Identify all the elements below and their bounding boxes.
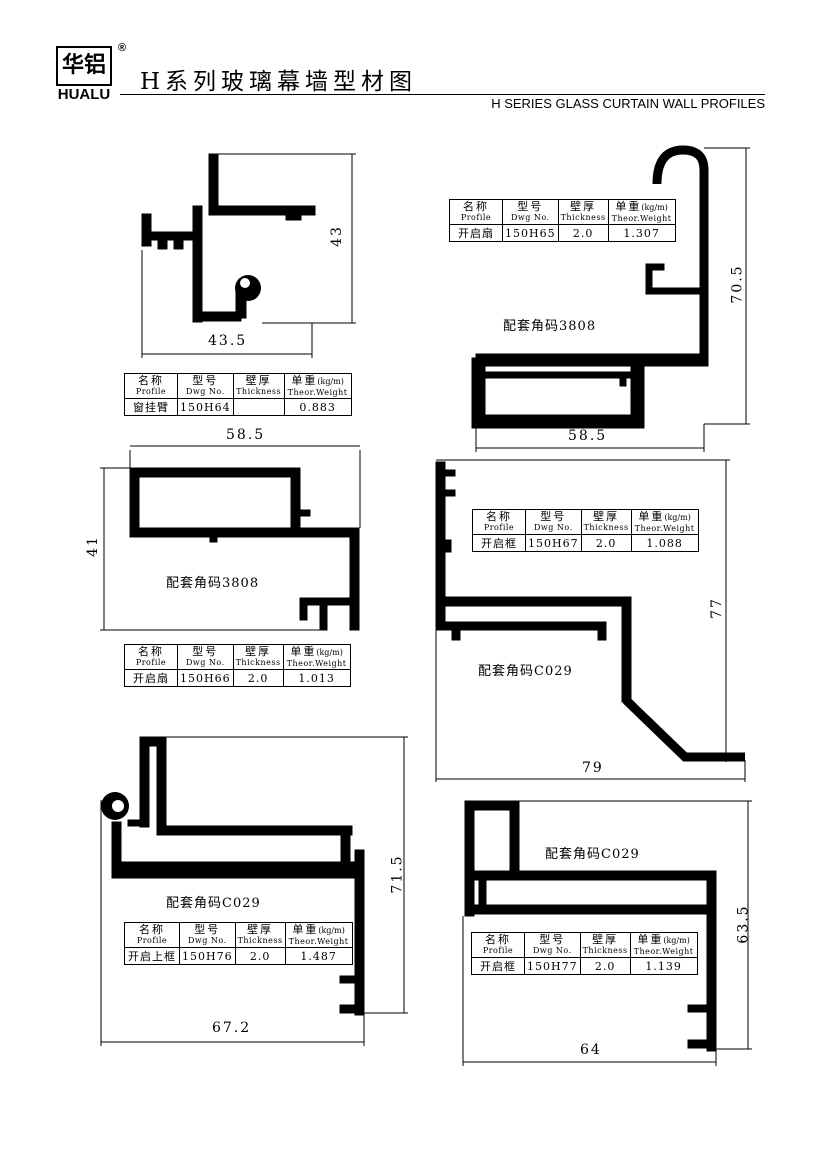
cell-model: 150H77: [524, 957, 581, 975]
dim-150h66-width: 58.5: [226, 427, 266, 443]
profile-150h65-shape: [471, 145, 709, 429]
cell-weight: 1.307: [607, 224, 676, 242]
hualu-logo: 华铝 HUALU: [52, 40, 116, 106]
dim-150h67-width: 79: [582, 760, 604, 776]
dim-150h66-height: 41: [84, 535, 101, 557]
dim-150h65-height: 70.5: [729, 264, 746, 304]
cell-thickness: [232, 398, 285, 416]
dimension-lines: [100, 147, 752, 1066]
dim-150h77-width: 64: [580, 1042, 602, 1058]
cell-name: 开启扇: [449, 224, 503, 242]
profile-150h67-shape: [435, 461, 745, 762]
cell-thickness: 2.0: [579, 957, 631, 975]
header-divider: [120, 94, 765, 95]
dim-150h76-height: 71.5: [389, 854, 406, 894]
cell-name: 开启扇: [124, 669, 178, 687]
cell-weight: 1.487: [284, 947, 353, 965]
dim-150h64-width: 43.5: [208, 333, 248, 349]
note-150h67: 配套角码C029: [478, 664, 573, 679]
cell-thickness: 2.0: [580, 534, 632, 552]
cell-weight: 1.139: [629, 957, 698, 975]
col-weight-header: 单重(kg/m)Theor.Weight: [283, 373, 352, 399]
note-150h65: 配套角码3808: [503, 319, 597, 334]
logo-mark: 华铝: [56, 46, 112, 86]
cell-weight: 1.013: [282, 669, 351, 687]
profile-150h64-shape: [141, 153, 316, 323]
cell-thickness: 2.0: [234, 947, 286, 965]
profile-150h77-shape: [464, 800, 717, 1052]
dim-150h64-height: 43: [328, 225, 345, 247]
page-title: H系列玻璃幕墙型材图: [140, 69, 418, 95]
cell-name: 开启上框: [124, 947, 180, 965]
profile-150h76-shape: [101, 736, 365, 1016]
dim-150h77-height: 63.5: [735, 904, 752, 944]
cell-weight: 1.088: [630, 534, 699, 552]
cell-model: 150H66: [177, 669, 234, 687]
dim-150h67-height: 77: [708, 597, 725, 619]
profile-150h66-shape: [129, 467, 360, 631]
cell-model: 150H65: [502, 224, 559, 242]
cell-weight: 0.883: [283, 398, 352, 416]
cell-model: 150H67: [525, 534, 582, 552]
page-subtitle: H SERIES GLASS CURTAIN WALL PROFILES: [491, 96, 765, 111]
note-150h77: 配套角码C029: [545, 847, 640, 862]
note-150h66: 配套角码3808: [166, 576, 260, 591]
registered-mark: ®: [118, 42, 127, 54]
note-150h76: 配套角码C029: [166, 896, 261, 911]
cell-name: 开启框: [471, 957, 525, 975]
cell-thickness: 2.0: [557, 224, 609, 242]
dim-150h65-width: 58.5: [568, 428, 608, 444]
logo-wordmark: HUALU: [57, 86, 111, 103]
cell-model: 150H64: [177, 398, 234, 416]
cell-model: 150H76: [179, 947, 236, 965]
cell-name: 窗挂臂: [124, 398, 178, 416]
cell-thickness: 2.0: [232, 669, 284, 687]
cell-name: 开启框: [472, 534, 526, 552]
dim-150h76-width: 67.2: [212, 1020, 252, 1036]
